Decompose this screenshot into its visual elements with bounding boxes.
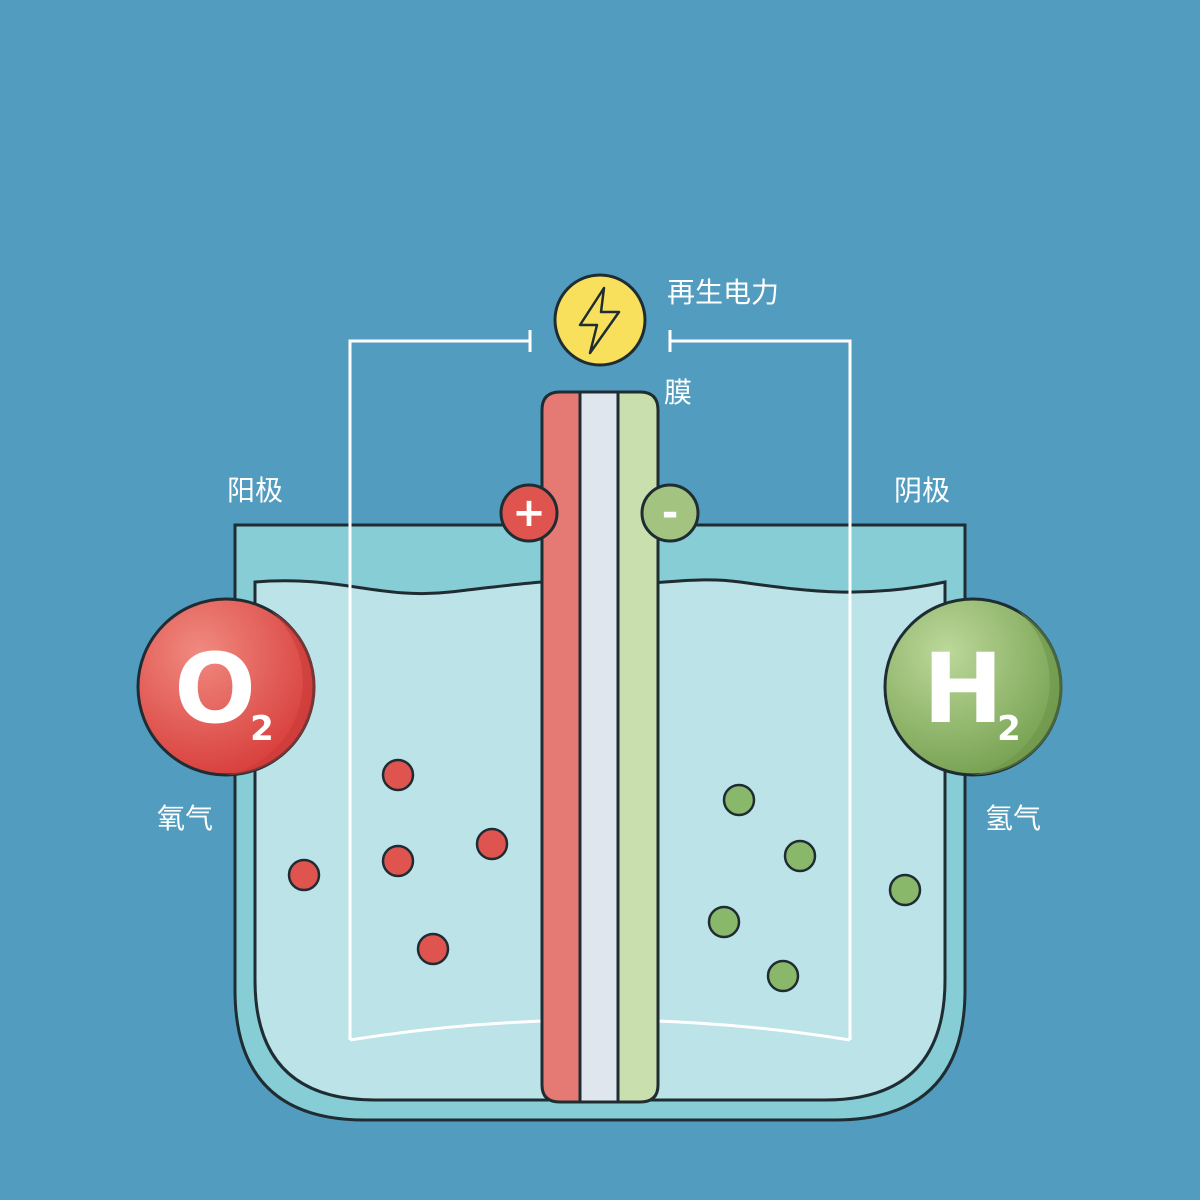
oxygen-letter: O (174, 633, 256, 745)
hydrogen-bubble (766, 959, 800, 993)
anode-label: 阳极 (227, 474, 283, 507)
hydrogen-label: 氢气 (985, 802, 1041, 835)
oxygen-bubbles (287, 758, 509, 966)
cathode-label: 阴极 (894, 474, 950, 507)
positive-sign: + (512, 490, 546, 536)
hydrogen-molecule: H 2 (883, 597, 1063, 777)
electrode-stack (540, 390, 660, 1104)
power-source-circle (553, 273, 647, 367)
hydrogen-bubble (707, 905, 741, 939)
positive-terminal: + (499, 483, 559, 543)
wire-right (670, 339, 852, 1040)
hydrogen-letter: H (923, 633, 1003, 745)
membrane (578, 390, 620, 1104)
wire-left (348, 339, 530, 1040)
negative-terminal: - (640, 483, 700, 543)
anode-plate (540, 390, 582, 1104)
cathode-plate (616, 390, 660, 1104)
power-label: 再生电力 (667, 276, 779, 309)
membrane-label: 膜 (664, 376, 692, 409)
hydrogen-bubble (783, 839, 817, 873)
oxygen-bubble (287, 858, 321, 892)
oxygen-bubble (381, 758, 415, 792)
oxygen-subscript: 2 (250, 709, 274, 749)
negative-sign: - (662, 490, 679, 536)
lightning-bolt-icon (578, 286, 621, 355)
power-source (553, 273, 647, 367)
hydrogen-subscript: 2 (997, 709, 1021, 749)
oxygen-bubble (381, 844, 415, 878)
oxygen-label: 氧气 (157, 802, 213, 835)
oxygen-bubble (416, 932, 450, 966)
hydrogen-bubbles (707, 783, 922, 993)
oxygen-bubble (475, 827, 509, 861)
oxygen-molecule: O 2 (136, 597, 316, 777)
hydrogen-bubble (722, 783, 756, 817)
hydrogen-bubble (888, 873, 922, 907)
